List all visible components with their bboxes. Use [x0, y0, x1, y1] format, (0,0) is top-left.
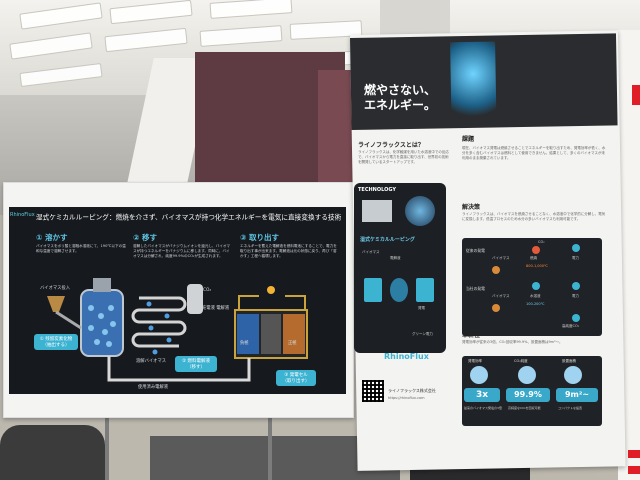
technology-flow: バイオマス 電解液 発電 グリーン電力: [360, 250, 442, 340]
co2-tank: [187, 284, 203, 314]
solution-diagram: 従来の発電 バイオマス 燃焼 800-1,000℃ 電力 CO₂ 当社の発電 バ…: [462, 238, 602, 336]
step-2-heading: ② 移す: [133, 233, 157, 242]
stat-caption: 設置面積: [562, 359, 576, 363]
stat-note: 高純度なCO₂を回収可能: [508, 406, 541, 410]
stat-value: 9m²~: [556, 388, 598, 402]
electrolyte-badge: ② 燃料電解液 （移す）: [175, 356, 217, 372]
technology-photo: [362, 200, 392, 222]
tech-block: [416, 278, 434, 302]
step-3-heading: ③ 取り出す: [240, 233, 279, 242]
solution-heading: 解決策: [462, 204, 481, 211]
headline-line-1: 燃やさない、: [364, 83, 437, 97]
solution-temp: 100-200℃: [526, 302, 545, 306]
solution-item: 燃焼: [530, 256, 537, 260]
right-poster-headline: 燃やさない、 エネルギー。: [364, 83, 436, 113]
about-heading: ライノフラックスとは？: [358, 142, 424, 149]
technology-circle-photo: [405, 196, 435, 226]
step-2-text: 溶解したバイオマスがバナジウムイオンを還元し、バイオマスが持つエネルギーをバナジ…: [133, 244, 231, 258]
novelty-stats-panel: 発電効率 CO₂純度 設置面積 3x 99.9% 9m²~ 従来のバイオマス発電…: [462, 356, 602, 426]
solution-item: 電力: [572, 294, 579, 298]
co2-label: CO₂: [203, 288, 212, 293]
rhinoflux-logo: RhinoFlux: [384, 352, 429, 361]
step-3-text: エネルギーを蓄えた電解液を燃料電池にすることで、電力を取り出す事が出来ます。電解…: [240, 244, 337, 258]
stat-value: 3x: [464, 388, 500, 402]
stat-value: 99.9%: [506, 388, 550, 402]
power-cell-badge: ③ 発電セル （取り出す）: [276, 370, 316, 386]
tech-label-power: 発電: [418, 306, 425, 310]
charged-electrolyte-label: 充電液 電解液: [202, 306, 230, 311]
process-diagram: [47, 278, 308, 382]
solution-text: ライノフラックスは、バイオマスを燃焼させることなく、水溶液中で化学的に分解し、電…: [462, 212, 606, 221]
headline-line-2: エネルギー。: [364, 98, 436, 112]
step-1-text: バイオマスをポリ酸と溶融水溶液にて、190℃以下の温和な温度で溶解させます。: [36, 244, 126, 253]
solution-co2: CO₂: [538, 240, 545, 244]
stat-note: 従来のバイオマス発電の3倍: [464, 406, 502, 410]
tech-label-green-power: グリーン電力: [412, 332, 433, 336]
tech-block: [364, 278, 382, 302]
stand-leg: [105, 416, 109, 480]
solution-item: バイオマス: [492, 256, 510, 260]
used-electrolyte-label: 使用済み電解液: [138, 385, 169, 390]
biomass-hopper: [47, 296, 65, 312]
stat-note: コンパクトな設置: [558, 406, 583, 410]
tech-label-electrolyte: 電解液: [390, 256, 401, 260]
technology-title: 湿式ケミカルルーピング: [360, 237, 415, 243]
novelty-text: 発電効率が従来の3倍、CO₂回収率99.9%、設置面積は9m²〜。: [462, 340, 563, 344]
rhinoflux-logo: RhinoFlux: [10, 212, 35, 218]
left-poster-title: 湿式ケミカルルーピング：燃焼を介さず、バイオマスが持つ化学エネルギーを電気に直接…: [36, 213, 342, 222]
solution-item: バイオマス: [492, 294, 510, 298]
positive-electrode-label: 正極: [288, 341, 297, 346]
stand-leg: [268, 416, 272, 480]
liquid-biomass-label: 溶解バイオマス: [136, 359, 167, 364]
solution-row-label: 従来の発電: [466, 248, 485, 253]
solution-row-label: 当社の発電: [466, 286, 485, 291]
residue-badge: ① 残留炭素化物 （抽出する）: [34, 334, 78, 350]
tech-label-biomass: バイオマス: [362, 250, 380, 254]
right-poster-header: [350, 33, 618, 130]
solution-extra: 高純度CO₂: [562, 324, 580, 328]
dissolution-reactor: [80, 289, 124, 357]
issue-heading: 課題: [462, 136, 475, 143]
negative-electrode-label: 負極: [240, 341, 249, 346]
issue-text: 現在、バイオマス発電は燃焼させることでエネルギーを取り出すため、発電効率が低く、…: [462, 146, 606, 160]
visitor-left: [0, 425, 105, 480]
heat-exchanger-coil: [131, 296, 187, 348]
company-name: ライノフラックス株式会社: [388, 388, 436, 393]
reactor-motor: [93, 278, 111, 292]
about-text: ライノフラックスは、化学触媒を用いた水溶液中での反応で、バイオマスから電力を直接…: [358, 150, 449, 164]
solution-item: 電力: [572, 256, 579, 260]
tech-block: [390, 278, 408, 302]
solution-temp: 800-1,000℃: [526, 264, 548, 268]
biomass-input-label: バイオマス投入: [40, 286, 71, 291]
novelty-heading: 革新性: [462, 332, 481, 339]
step-1-heading: ① 溶かす: [36, 233, 68, 242]
stat-caption: 発電効率: [468, 359, 482, 363]
solution-item: 水溶液: [530, 294, 541, 298]
lightbulb-icon: [267, 286, 275, 294]
qr-code: [362, 380, 384, 402]
company-website: https://rhinoflux.com: [388, 396, 425, 400]
stat-caption: CO₂純度: [514, 359, 528, 363]
technology-label: TECHNOLOGY: [358, 187, 396, 193]
